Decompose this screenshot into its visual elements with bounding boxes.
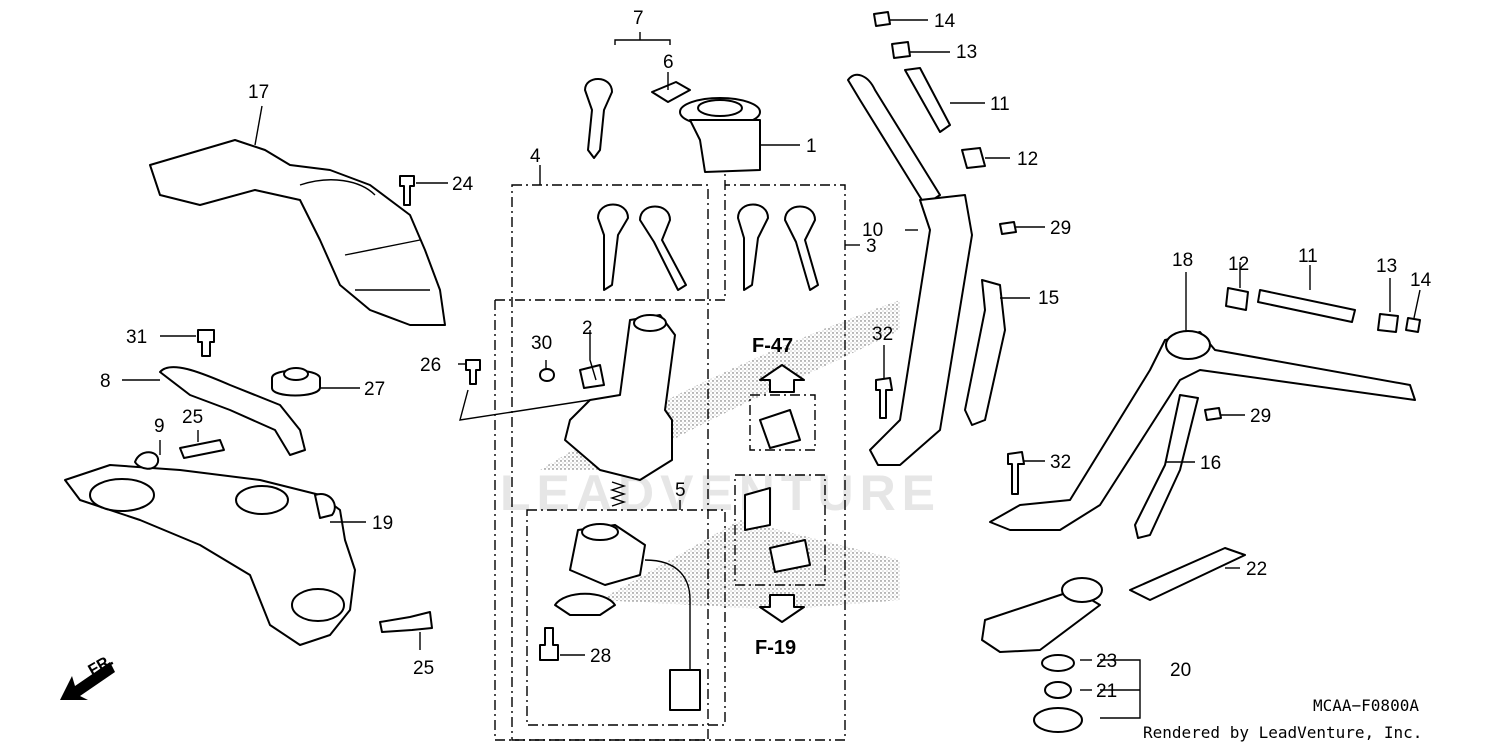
callout-20: 20 [1170,660,1191,681]
callout-17: 17 [248,82,269,103]
leader-lines [122,19,1421,691]
key-pair-4 [597,203,687,291]
bolt-32-bottom [1007,451,1025,495]
bolt-29-bottom [1204,407,1222,421]
callout-21: 21 [1096,681,1117,702]
spring-5 [609,481,627,507]
callout-31: 31 [126,327,147,348]
front-direction-icon [60,662,115,700]
seat-lock-1 [679,97,761,173]
bolt-24 [399,175,415,206]
clip-14-right [1405,317,1421,333]
callout-2: 2 [582,318,593,339]
credit-text: Rendered by LeadVenture, Inc. [1143,723,1422,742]
lock-cylinder [744,487,771,531]
callout-12-top: 12 [1017,149,1038,170]
callout-1: 1 [806,136,817,157]
bolt-29-top [999,221,1017,235]
ignition-group-box [494,160,846,741]
front-direction-label: FR. [86,652,117,680]
clip-14-top [873,11,891,27]
callout-5: 5 [675,480,686,501]
callout-11-right: 11 [1298,246,1318,267]
lock-cylinder [769,539,811,573]
callout-23: 23 [1096,651,1117,672]
stipple-shade [600,520,900,610]
bolt-25-upper [179,439,225,459]
callout-4: 4 [530,146,541,167]
callout-labels: 1 2 3 4 5 6 7 8 9 10 11 11 12 12 13 13 1… [100,8,1432,702]
callout-13-right: 13 [1376,256,1397,277]
callout-11-top: 11 [990,94,1010,115]
screw-28 [539,627,559,661]
ref-label-up: F-47 [752,335,793,357]
callout-32-bottom: 32 [1050,452,1071,473]
key-tag-6 [651,81,691,103]
nut-12-top [961,147,986,169]
callout-8: 8 [100,371,111,392]
callout-13-top: 13 [956,42,977,63]
callout-9: 9 [154,416,165,437]
bolt-25-lower [379,611,433,633]
bracket-16 [1134,394,1199,539]
bracket-15 [964,279,1006,426]
handlebar-right-18 [989,330,1416,531]
callout-25-lower: 25 [413,658,434,679]
clip-9 [134,451,160,470]
callout-27: 27 [364,379,385,400]
callout-22: 22 [1246,559,1267,580]
callout-29-bottom: 29 [1250,406,1271,427]
arrow-up-icon [759,364,805,393]
diagram-code: MCAA−F0800A [1313,696,1419,715]
callout-32-top: 32 [872,324,893,345]
callout-3: 3 [866,236,877,257]
callout-12-right: 12 [1228,254,1249,275]
nut-12-right [1225,287,1249,311]
callout-10: 10 [862,220,883,241]
strip-22 [1129,547,1246,601]
lock-assembly-5 [554,523,701,711]
bolt-26 [465,359,481,385]
watermark: LEADVENTURE [500,465,941,521]
pin-11-right [1257,289,1356,323]
bolt-32-top [875,377,893,419]
bolt-31 [197,329,215,357]
callout-30: 30 [531,333,552,354]
callout-7: 7 [633,8,644,29]
callout-29-top: 29 [1050,218,1071,239]
callout-28: 28 [590,646,611,667]
callout-25-upper: 25 [182,407,203,428]
key-pair-3 [737,203,819,291]
bracket-8 [159,366,306,456]
top-cover-17 [149,139,446,326]
callout-26: 26 [420,355,441,376]
pin-11-top [904,67,951,133]
callout-24: 24 [452,174,474,195]
screw-30 [539,368,555,382]
callout-14-top: 14 [934,11,956,32]
callout-14-right: 14 [1410,270,1432,291]
handlebar-left-10 [847,73,973,466]
ref-label-down: F-19 [755,637,796,659]
ignition-switch-2 [564,314,676,481]
lock-cylinder [759,409,801,449]
callout-19: 19 [372,513,393,534]
nut-13-top [891,41,911,59]
remote-fob-20 [981,577,1103,733]
callout-18: 18 [1172,250,1193,271]
callout-16: 16 [1200,453,1221,474]
callout-15: 15 [1038,288,1059,309]
arrow-down-icon [759,594,805,623]
key-set-7 [584,32,671,159]
nut-13-right [1377,313,1399,333]
callout-6: 6 [663,52,674,73]
